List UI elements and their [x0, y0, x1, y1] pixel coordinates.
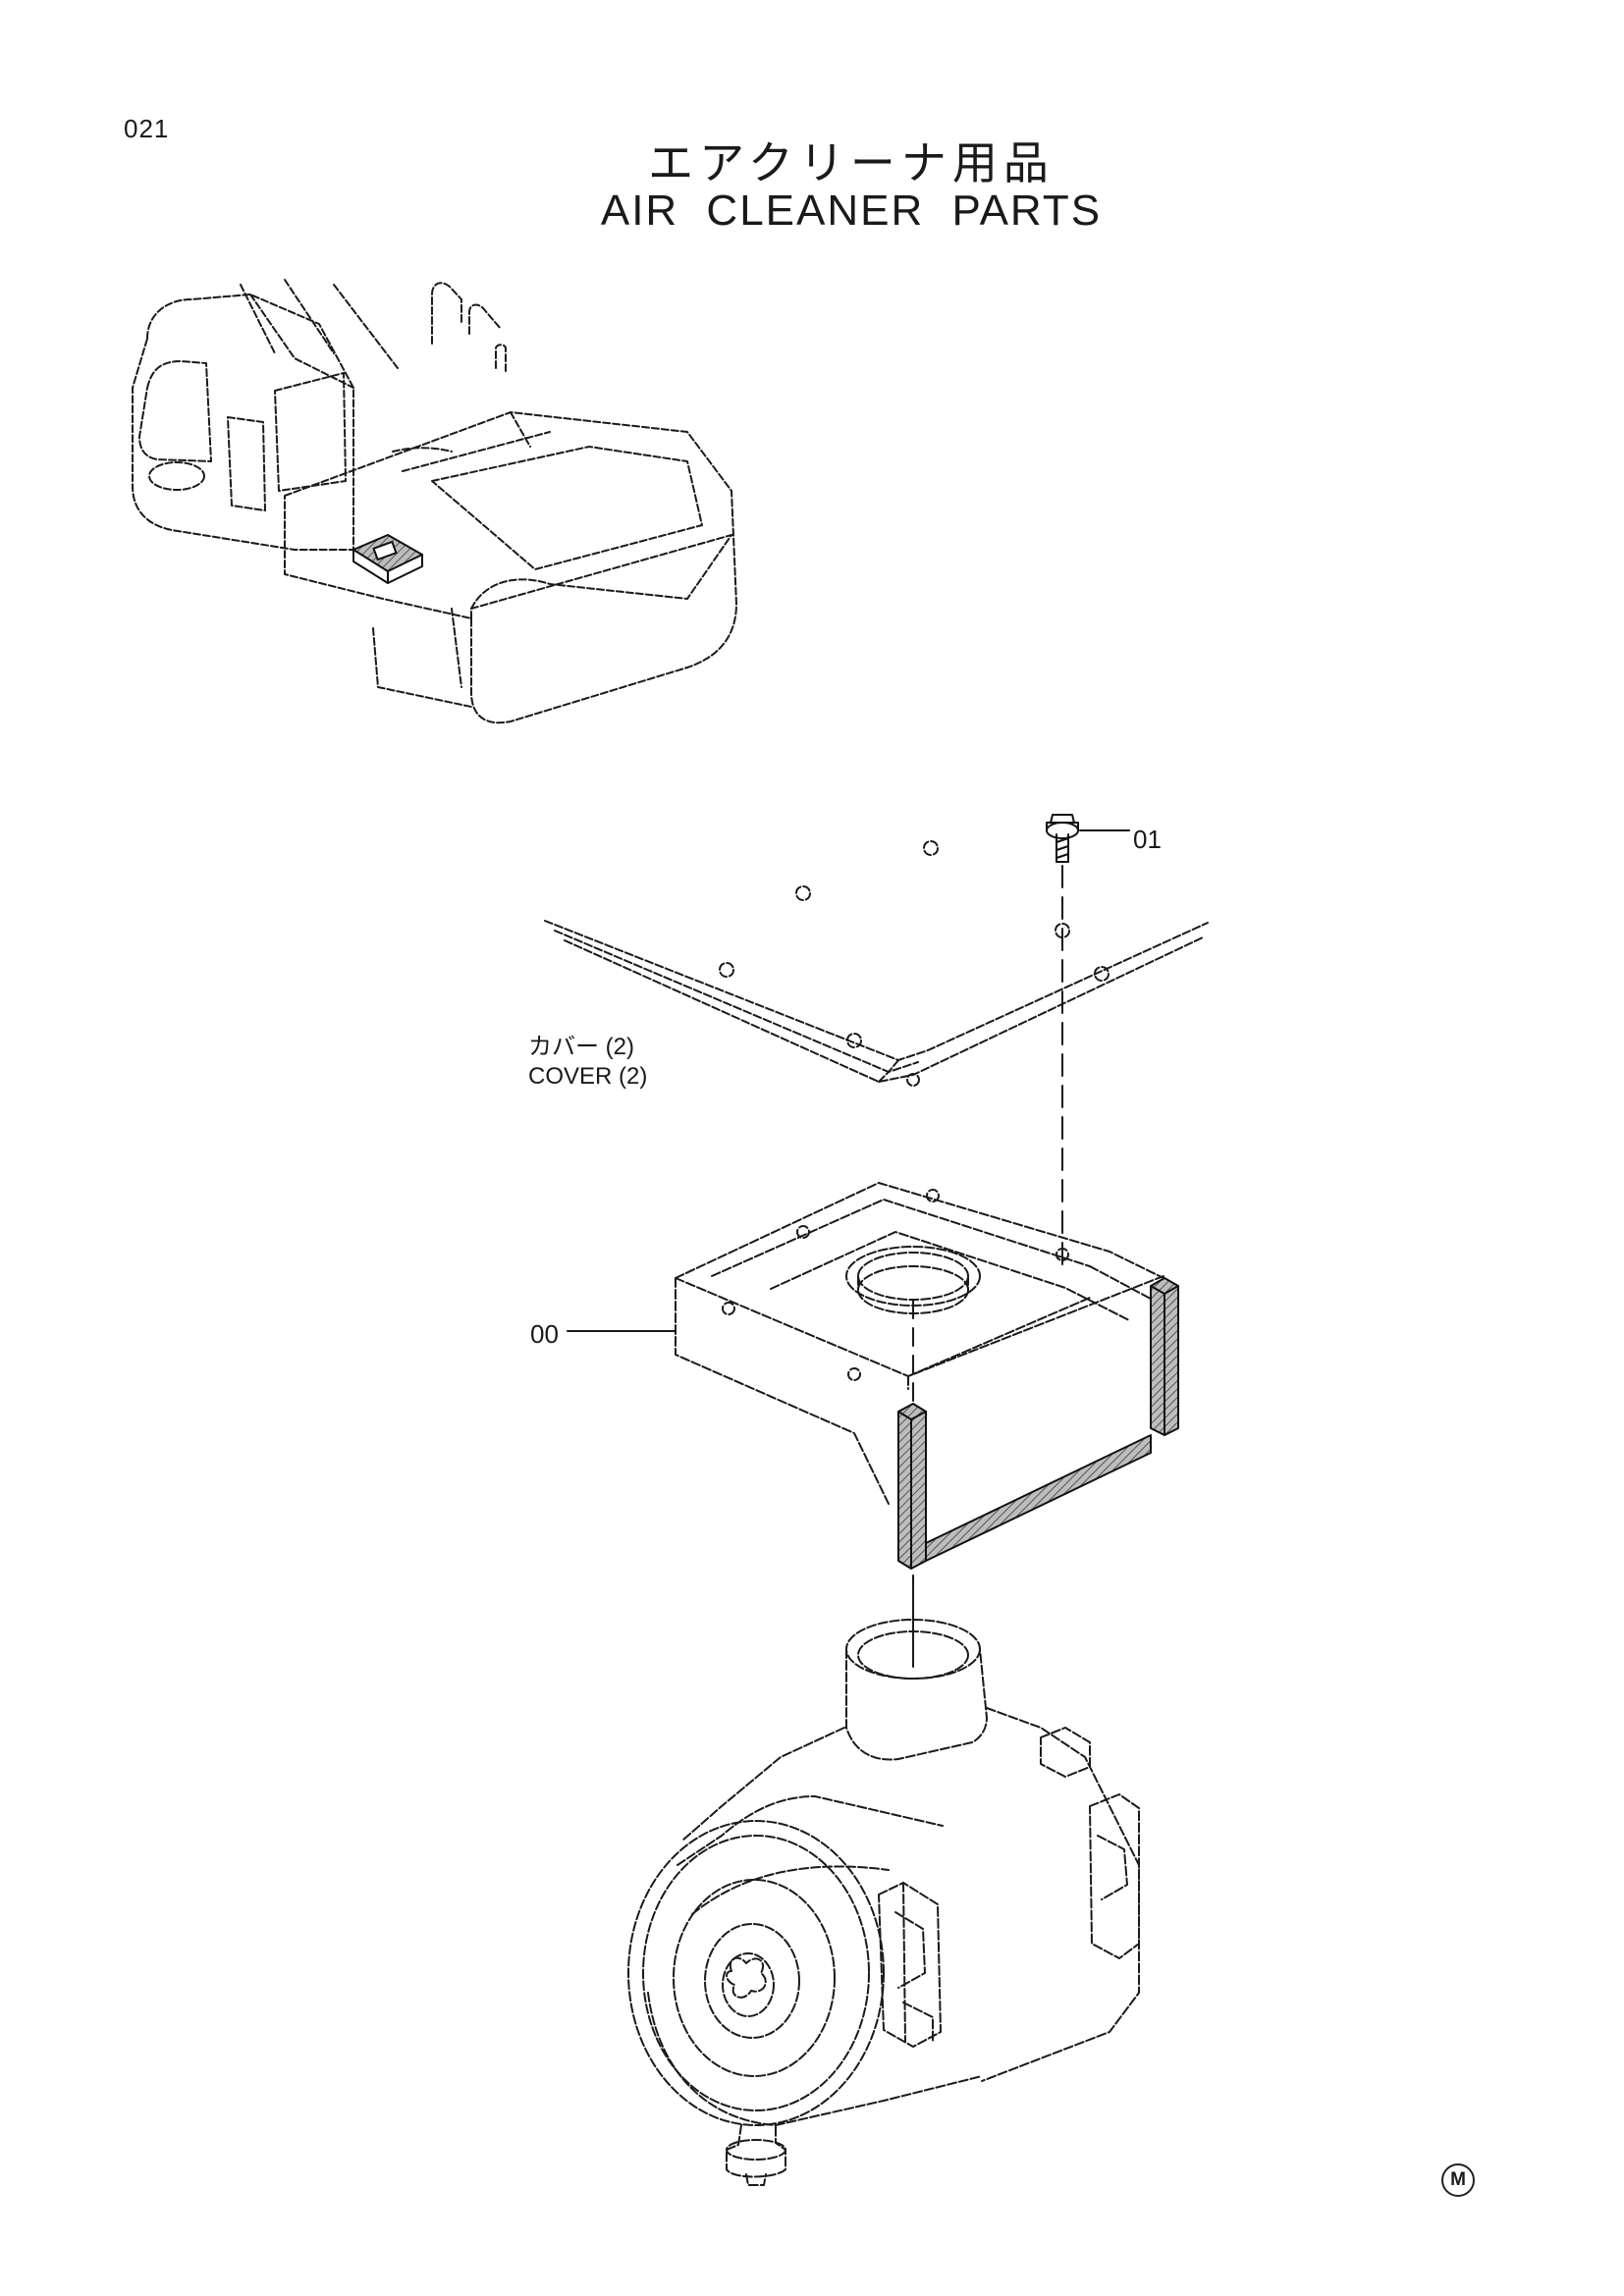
page-title-english: AIR CLEANER PARTS	[600, 187, 1103, 235]
page-title-japanese: エアクリーナ用品	[648, 136, 1055, 189]
part-number-01: 01	[1133, 825, 1162, 854]
cover-label-japanese: カバー (2)	[528, 1034, 634, 1060]
corner-mark: M	[1441, 2163, 1475, 2197]
air-cleaner-assembly	[627, 1619, 1140, 2186]
cover-plate	[544, 840, 1209, 1087]
part-location-marker	[352, 534, 423, 584]
cover-label: カバー (2) COVER (2)	[528, 1033, 647, 1092]
cover-label-english: COVER (2)	[528, 1063, 648, 1090]
seal-strips	[897, 1277, 1179, 1570]
excavator-overview	[132, 279, 737, 724]
bolt-part-01	[1046, 814, 1130, 863]
part-number-00: 00	[530, 1319, 559, 1349]
page-number: 021	[124, 114, 170, 143]
